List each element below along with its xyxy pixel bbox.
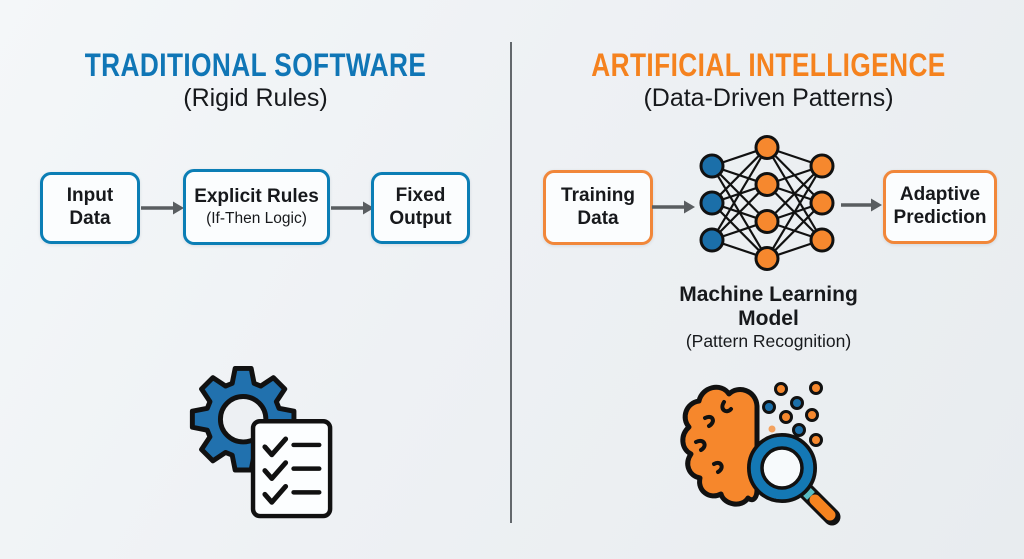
explicit-rules-title: Explicit Rules xyxy=(194,185,319,207)
network-node xyxy=(809,153,835,179)
magnifier-icon xyxy=(747,433,841,526)
explicit-rules-subtitle: (If-Then Logic) xyxy=(206,209,307,227)
right-subtitle: (Data-Driven Patterns) xyxy=(643,84,894,112)
network-node xyxy=(699,153,725,179)
network-node xyxy=(754,246,780,271)
gear-checklist-icon xyxy=(189,365,333,519)
checklist-icon xyxy=(250,418,333,519)
left-title: TRADITIONAL SOFTWARE xyxy=(84,47,427,83)
explicit-rules-box: Explicit Rules (If-Then Logic) xyxy=(183,169,330,245)
neural-network-icon xyxy=(699,135,835,271)
vertical-divider xyxy=(510,42,512,523)
flow-arrow xyxy=(841,198,882,212)
flow-arrow xyxy=(331,201,374,215)
ml-model-sublabel: (Pattern Recognition) xyxy=(685,331,852,351)
network-node xyxy=(754,209,780,234)
network-node xyxy=(809,227,835,253)
brain-icon xyxy=(680,384,760,507)
input-data-box: Input Data xyxy=(40,172,140,244)
fixed-output-box: Fixed Output xyxy=(371,172,470,244)
data-dots xyxy=(762,381,823,447)
right-title: ARTIFICIAL INTELLIGENCE xyxy=(591,47,946,83)
network-node xyxy=(699,227,725,253)
flow-arrow xyxy=(652,200,695,214)
training-data-box: Training Data xyxy=(543,170,653,245)
network-node xyxy=(754,135,780,160)
network-node xyxy=(809,190,835,216)
network-node xyxy=(754,172,780,197)
flow-arrow xyxy=(141,201,184,215)
left-subtitle: (Rigid Rules) xyxy=(183,84,328,112)
network-node xyxy=(699,190,725,216)
adaptive-prediction-box: Adaptive Prediction xyxy=(883,170,997,244)
ml-model-label: Machine Learning Model xyxy=(679,283,858,331)
brain-magnifier-icon xyxy=(680,381,841,526)
